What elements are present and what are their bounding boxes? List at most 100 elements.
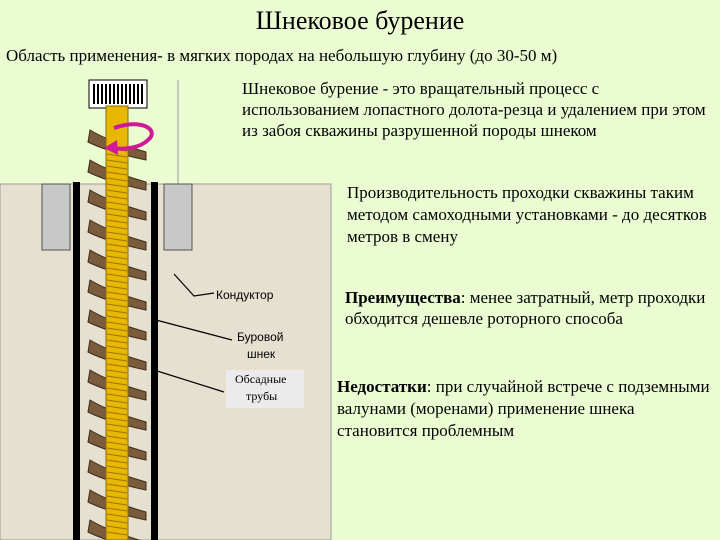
shaft-stripe — [106, 243, 128, 248]
shaft-stripe — [106, 483, 128, 488]
shaft-stripe — [106, 237, 128, 242]
shaft-stripe — [106, 333, 128, 338]
drill-head — [88, 79, 148, 109]
shaft-stripe — [106, 309, 128, 314]
casing-wall-right — [151, 182, 158, 540]
shaft-stripe — [106, 375, 128, 380]
shaft-stripe — [106, 411, 128, 416]
shaft-stripe — [106, 351, 128, 356]
shaft-stripe — [106, 339, 128, 344]
shaft-stripe — [106, 189, 128, 194]
conductor-label: Кондуктор — [216, 288, 274, 302]
shaft-stripe — [106, 525, 128, 530]
shaft-stripe — [106, 465, 128, 470]
shaft-stripe — [106, 291, 128, 296]
shaft-stripe — [106, 303, 128, 308]
shaft-stripe — [106, 225, 128, 230]
shaft-stripe — [106, 213, 128, 218]
shaft-stripe — [106, 279, 128, 284]
auger-label-line1: Буровой — [237, 330, 283, 344]
shaft-stripe — [106, 405, 128, 410]
definition-text: Шнековое бурение - это вращательный проц… — [242, 79, 706, 140]
shaft-stripe — [106, 477, 128, 482]
shaft-stripe — [106, 177, 128, 182]
shaft-stripe — [106, 207, 128, 212]
shaft-stripe — [106, 231, 128, 236]
conductor-leader-line — [173, 273, 215, 297]
shaft-stripe — [106, 435, 128, 440]
shaft-stripe — [106, 423, 128, 428]
application-area-text: Область применения- в мягких породах на … — [6, 46, 558, 65]
shaft-stripe — [106, 273, 128, 278]
shaft-stripe — [106, 501, 128, 506]
shaft-stripe — [106, 249, 128, 254]
shaft-stripe — [106, 183, 128, 188]
casing-label-line2: трубы — [246, 389, 277, 403]
drill-head-tooth — [113, 84, 115, 104]
shaft-stripe — [106, 387, 128, 392]
drill-head-tooth — [101, 84, 103, 104]
shaft-stripe — [106, 429, 128, 434]
slide-title: Шнековое бурение — [255, 6, 465, 35]
shaft-stripe — [106, 171, 128, 176]
conductor-left — [41, 183, 71, 251]
shaft-stripe — [106, 219, 128, 224]
disadvantages-heading: Недостатки — [337, 377, 427, 396]
shaft-stripe — [106, 399, 128, 404]
shaft-stripe — [106, 297, 128, 302]
shaft-stripe — [106, 261, 128, 266]
drill-head-tooth — [93, 84, 95, 104]
drill-head-tooth — [133, 84, 135, 104]
shaft-stripe — [106, 267, 128, 272]
shaft-stripe — [106, 327, 128, 332]
auger-label-line2: шнек — [247, 347, 276, 361]
drill-head-tooth — [121, 84, 123, 104]
shaft-stripe — [106, 345, 128, 350]
drill-head-tooth — [109, 84, 111, 104]
advantages-text: Преимущества: менее затратный, метр прох… — [345, 287, 715, 329]
shaft-stripe — [106, 255, 128, 260]
rotation-arrow — [104, 122, 154, 155]
shaft-stripe — [106, 417, 128, 422]
disadvantages-body: : при случайной встрече с подземными вал… — [337, 377, 710, 440]
performance-text: Производительность проходки скважины так… — [347, 183, 707, 246]
shaft-stripe — [106, 447, 128, 452]
shaft-stripe — [106, 531, 128, 536]
shaft-stripe — [106, 363, 128, 368]
shaft-stripe — [106, 507, 128, 512]
casing-label-line1: Обсадные — [235, 372, 287, 386]
casing-label-box — [226, 370, 304, 408]
shaft-stripe — [106, 159, 128, 164]
advantages-body: : менее затратный, метр проходки обходит… — [345, 288, 706, 328]
shaft-stripe — [106, 393, 128, 398]
shaft-stripe — [106, 489, 128, 494]
drill-head-tooth — [141, 84, 143, 104]
shaft-stripe — [106, 495, 128, 500]
shaft-stripe — [106, 369, 128, 374]
conductor-right — [163, 183, 193, 251]
shaft-stripe — [106, 165, 128, 170]
shaft-stripe — [106, 519, 128, 524]
drill-head-tooth — [97, 84, 99, 104]
drill-head-tooth — [105, 84, 107, 104]
drill-head-tooth — [137, 84, 139, 104]
auger-flight — [87, 519, 141, 540]
drill-head-tooth — [129, 84, 131, 104]
casing-wall-left — [73, 182, 80, 540]
shaft-stripe — [106, 459, 128, 464]
casing-leader-line — [153, 369, 225, 393]
shaft-stripe — [106, 471, 128, 476]
shaft-stripe — [106, 357, 128, 362]
auger-drilling-diagram: Кондуктор Буровой шнек Обсадные трубы — [0, 79, 332, 540]
shaft-stripe — [106, 321, 128, 326]
shaft-stripe — [106, 381, 128, 386]
shaft-stripe — [106, 195, 128, 200]
shaft-stripe — [106, 315, 128, 320]
shaft-stripe — [106, 453, 128, 458]
auger-leader-line — [155, 319, 233, 341]
shaft-stripe — [106, 441, 128, 446]
shaft-stripe — [106, 513, 128, 518]
shaft-stripe — [106, 201, 128, 206]
advantages-heading: Преимущества — [345, 288, 461, 307]
shaft-stripe — [106, 153, 128, 158]
